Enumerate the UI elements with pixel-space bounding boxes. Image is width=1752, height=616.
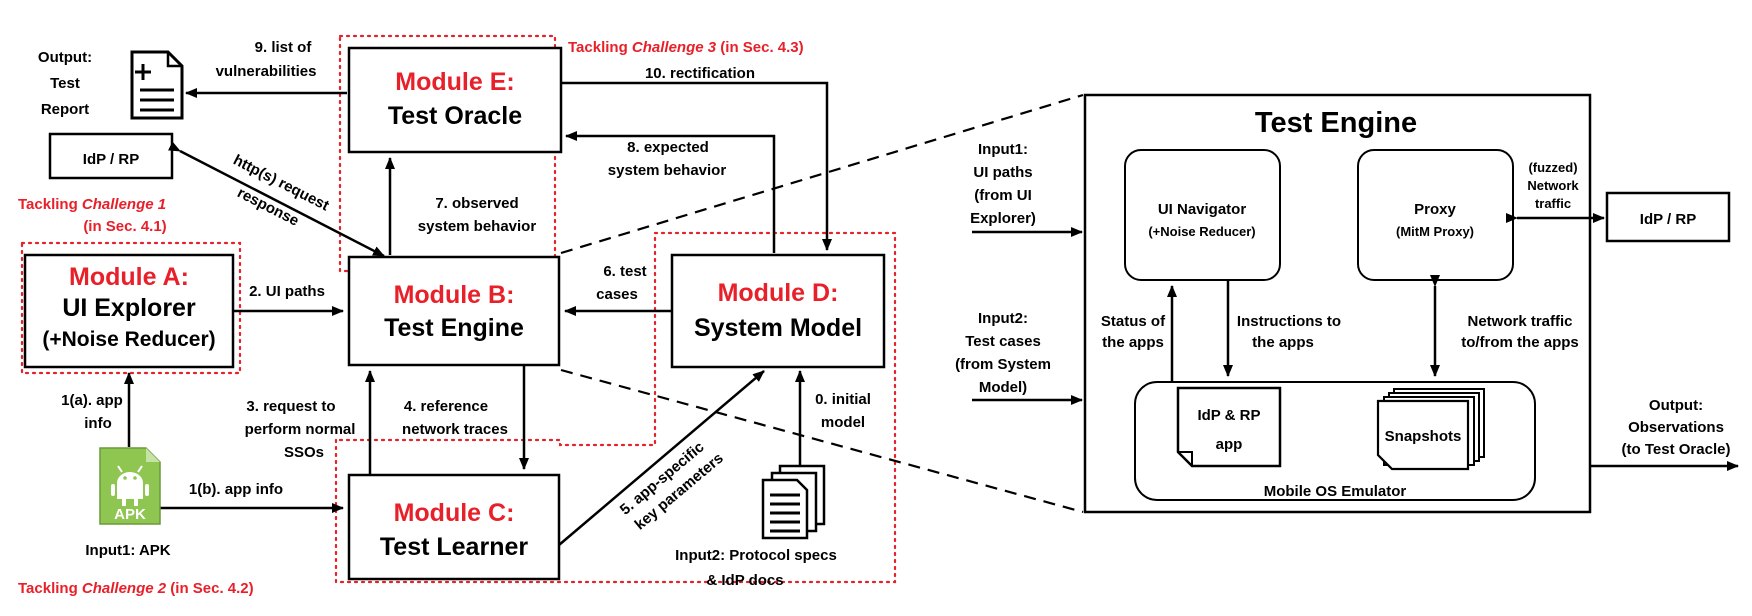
docs-label-l1: Input2: Protocol specs xyxy=(675,547,837,564)
module-c-title: Module C: xyxy=(394,499,515,527)
idp-rp-app-fold xyxy=(1178,451,1193,466)
edge8-l2: system behavior xyxy=(608,162,727,179)
challenge1-sec: (in Sec. 4.1) xyxy=(83,218,166,235)
report-document-icon xyxy=(130,50,184,120)
status-l1: Status of xyxy=(1101,313,1166,330)
edge6-l2: cases xyxy=(596,286,638,303)
input1-l3: (from UI xyxy=(974,187,1032,204)
edge1a-l2: info xyxy=(84,415,112,432)
arrow-10 xyxy=(561,81,832,251)
status-l2: the apps xyxy=(1102,334,1164,351)
edge0-l1: 0. initial xyxy=(815,391,871,408)
proxy-l2: (MitM Proxy) xyxy=(1396,224,1474,239)
module-e-title: Module E: xyxy=(395,68,514,96)
edge9-l1: 9. list of xyxy=(255,39,313,56)
docs-label-l2: & IdP docs xyxy=(706,572,783,589)
module-c: Module C: Test Learner xyxy=(347,473,561,581)
module-a-title: Module A: xyxy=(69,263,189,291)
edge2-label: 2. UI paths xyxy=(249,283,325,300)
arrow-http xyxy=(167,141,385,258)
apk-badge: APK xyxy=(114,506,146,523)
fuzzed-l1: (fuzzed) xyxy=(1528,160,1577,175)
edge6-l1: 6. test xyxy=(603,263,646,280)
module-d: Module D: System Model xyxy=(670,253,886,369)
output-report-line3: Report xyxy=(41,101,89,118)
ui-navigator-l1: UI Navigator xyxy=(1158,201,1247,218)
arrow-5 xyxy=(558,370,765,546)
idp-rp-right-box xyxy=(1605,191,1731,243)
input2-l4: Model) xyxy=(979,379,1027,396)
challenge3-label: Tackling Challenge 3 (in Sec. 4.3) xyxy=(568,39,804,56)
idp-rp-right-label: IdP / RP xyxy=(1640,211,1696,228)
idp-rp-box xyxy=(48,132,174,180)
output-obs-l2: Observations xyxy=(1628,419,1724,436)
edge4-l2: network traces xyxy=(402,421,508,438)
idp-rp-app-l2: app xyxy=(1216,436,1243,453)
input2-l2: Test cases xyxy=(965,333,1041,350)
edge7-l1: 7. observed xyxy=(435,195,518,212)
edge3-l2: perform normal xyxy=(245,421,356,438)
edge4-l1: 4. reference xyxy=(404,398,488,415)
ui-navigator-box xyxy=(1124,149,1281,281)
idp-rp-app-doc xyxy=(1176,386,1282,468)
module-a-line1: UI Explorer xyxy=(62,294,196,322)
edge7-l2: system behavior xyxy=(418,218,537,235)
fuzzed-l3: traffic xyxy=(1535,196,1571,211)
output-obs-l1: Output: xyxy=(1649,397,1703,414)
module-e: Module E: Test Oracle xyxy=(347,46,563,154)
edge9-l2: vulnerabilities xyxy=(216,63,317,80)
docs-stack-icon xyxy=(761,464,826,540)
net-traffic-l1: Network traffic xyxy=(1467,313,1572,330)
input1-l1: Input1: xyxy=(978,141,1028,158)
output-obs-l3: (to Test Oracle) xyxy=(1622,441,1731,458)
zoom-line-top xyxy=(560,93,1084,255)
edge1b-label: 1(b). app info xyxy=(189,481,283,498)
apk-file-icon xyxy=(99,447,161,525)
edge10-label: 10. rectification xyxy=(645,65,755,82)
output-report-line2: Test xyxy=(50,75,80,92)
module-d-title: Module D: xyxy=(718,279,839,307)
snapshots-label: Snapshots xyxy=(1385,428,1462,445)
edge3-l1: 3. request to xyxy=(246,398,335,415)
snapshots-stack xyxy=(1376,388,1485,471)
edge8-l1: 8. expected xyxy=(627,139,709,156)
instructions-l1: Instructions to xyxy=(1237,313,1341,330)
input2-l1: Input2: xyxy=(978,310,1028,327)
module-a-line2: (+Noise Reducer) xyxy=(42,328,215,351)
challenge1-label: Tackling Challenge 1 xyxy=(18,196,166,213)
challenge2-label: Tackling Challenge 2 (in Sec. 4.2) xyxy=(18,580,254,597)
net-traffic-l2: to/from the apps xyxy=(1461,334,1579,351)
input2-l3: (from System xyxy=(955,356,1051,373)
idp-rp-label: IdP / RP xyxy=(83,151,139,168)
edge0-l2: model xyxy=(821,414,865,431)
challenge2-region xyxy=(334,231,897,584)
module-b-line1: Test Engine xyxy=(384,314,524,342)
input1-l2: UI paths xyxy=(973,164,1032,181)
input1-l4: Explorer) xyxy=(970,210,1036,227)
idp-rp-app-l1: IdP & RP xyxy=(1197,407,1260,424)
test-engine-detail-title: Test Engine xyxy=(1255,107,1417,139)
edge1a-l1: 1(a). app xyxy=(61,392,123,409)
emulator-label: Mobile OS Emulator xyxy=(1264,483,1407,500)
arrow-8 xyxy=(565,131,776,253)
module-a: Module A: UI Explorer (+Noise Reducer) xyxy=(23,253,235,369)
apk-input-label: Input1: APK xyxy=(85,542,170,559)
module-b-title: Module B: xyxy=(394,281,515,309)
zoom-line-bottom xyxy=(560,368,1084,514)
challenge3-region xyxy=(338,34,557,273)
module-e-line1: Test Oracle xyxy=(388,102,522,130)
module-c-line1: Test Learner xyxy=(380,533,528,561)
edge3-l3: SSOs xyxy=(284,444,324,461)
module-d-line1: System Model xyxy=(694,314,862,342)
proxy-l1: Proxy xyxy=(1414,201,1456,218)
instructions-l2: the apps xyxy=(1252,334,1314,351)
fuzzed-l2: Network xyxy=(1527,178,1579,193)
module-b: Module B: Test Engine xyxy=(347,255,561,367)
ui-navigator-l2: (+Noise Reducer) xyxy=(1148,224,1255,239)
output-report-line1: Output: xyxy=(38,49,92,66)
